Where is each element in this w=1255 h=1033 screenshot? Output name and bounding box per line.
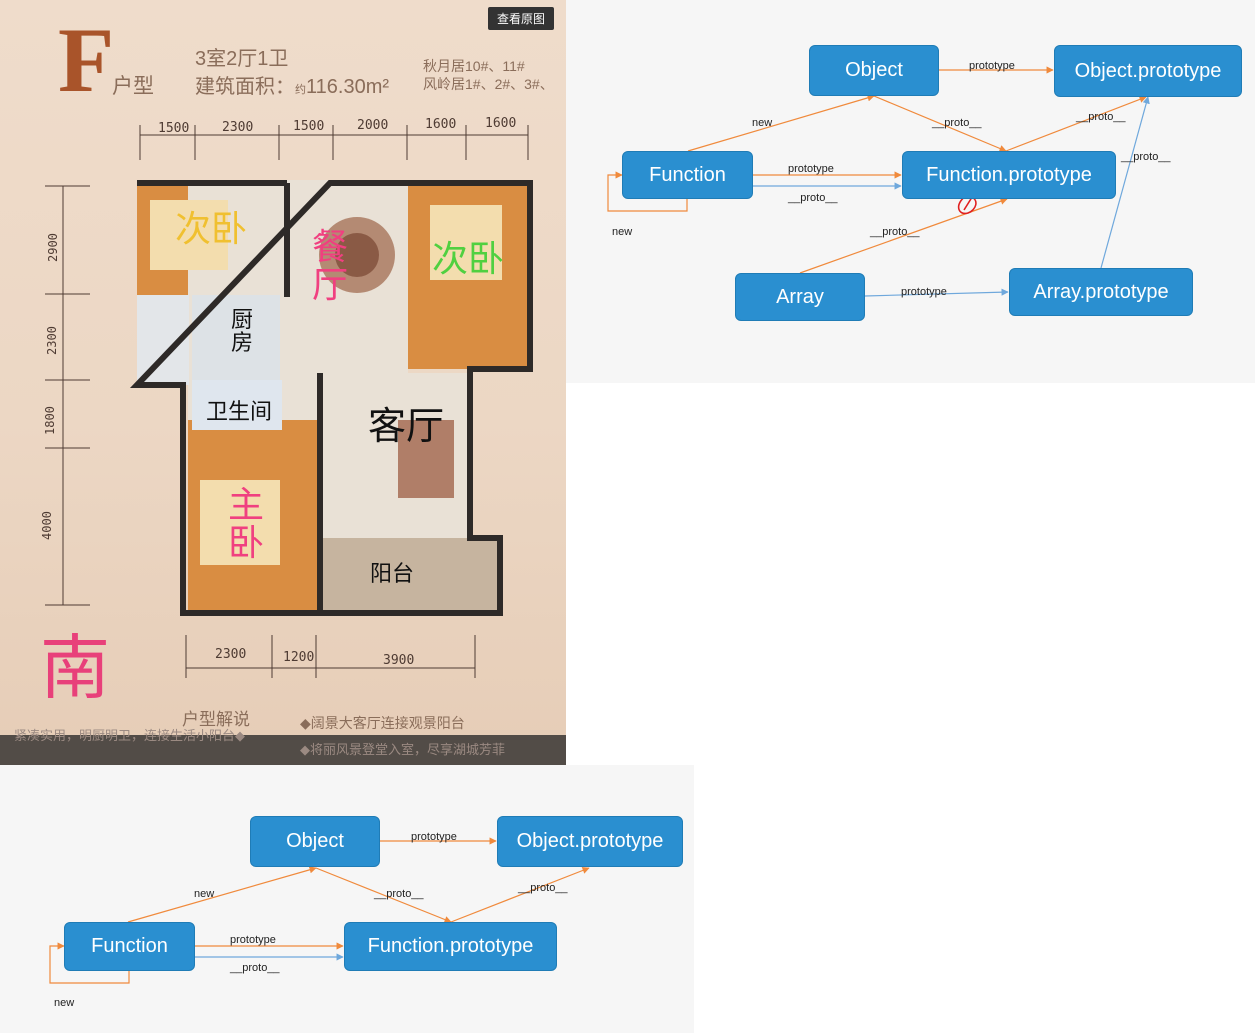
node-function[interactable]: Function xyxy=(622,151,753,199)
node-function[interactable]: Function xyxy=(64,922,195,971)
floor-plan-photo: F 户型 3室2厅1卫 建筑面积：约116.30m² 秋月居10#、11# 风岭… xyxy=(0,0,566,765)
edge-function-new-object xyxy=(127,866,317,923)
edge-arrayproto-proto-objproto xyxy=(1100,96,1150,269)
diagram-bottom-edges xyxy=(49,837,590,984)
node-object-prototype[interactable]: Object.prototype xyxy=(1054,45,1242,97)
edge-object-proto-funcproto xyxy=(315,867,452,923)
bottom-dim-3: 3900 xyxy=(383,653,415,668)
room-master-bedroom: 主卧 xyxy=(228,484,265,563)
feature-3: ◆将丽风景登堂入室，尽享湖城芳菲 xyxy=(300,742,505,757)
node-object[interactable]: Object xyxy=(250,816,380,867)
label-funcproto-proto: __proto__ xyxy=(518,882,568,894)
label-object-proto: __proto__ xyxy=(374,888,424,900)
label-new-function-object: new xyxy=(752,117,773,129)
room-dining: 餐厅 xyxy=(312,226,349,305)
south-label: 南 xyxy=(40,629,110,707)
explanation-title: 户型解说 xyxy=(182,710,250,729)
floor-plan-drawing xyxy=(45,125,533,678)
node-array-prototype[interactable]: Array.prototype xyxy=(1009,268,1193,316)
area-prefix: 约 xyxy=(295,84,306,96)
top-dim-3: 1500 xyxy=(293,119,325,134)
top-dim-6: 1600 xyxy=(485,116,517,131)
room-living: 客厅 xyxy=(368,406,445,448)
left-dim-1: 2900 xyxy=(46,233,60,262)
area-label: 建筑面积： xyxy=(195,76,295,98)
edge-funcproto-proto-objproto xyxy=(450,867,590,923)
top-dim-4: 2000 xyxy=(357,118,389,133)
label-function-self-new: new xyxy=(54,997,75,1009)
node-function-prototype[interactable]: Function.prototype xyxy=(902,151,1116,199)
diagram-top-edges xyxy=(607,66,1150,297)
label-function-prototype: prototype xyxy=(788,163,834,175)
edge-funcproto-proto-objproto xyxy=(1005,95,1147,152)
unit-type-letter: F xyxy=(58,9,115,111)
feature-2: 紧凑实用，明厨明卫，连接生活小阳台◆ xyxy=(14,728,245,743)
area-line: 建筑面积：约116.30m² xyxy=(195,70,389,99)
view-original-button[interactable]: 查看原图 xyxy=(488,7,555,30)
top-dim-5: 1600 xyxy=(425,117,457,132)
bottom-dim-2: 1200 xyxy=(283,650,315,665)
room-kitchen: 厨房 xyxy=(231,307,254,356)
label-function-proto: __proto__ xyxy=(230,962,280,974)
left-dim-3: 1800 xyxy=(43,406,57,435)
node-object-prototype[interactable]: Object.prototype xyxy=(497,816,683,867)
room-balcony: 阳台 xyxy=(370,561,415,586)
left-dim-2: 2300 xyxy=(45,326,59,355)
label-object-prototype: prototype xyxy=(969,60,1015,72)
label-function-proto: __proto__ xyxy=(788,192,838,204)
edge-array-prototype xyxy=(864,288,1009,297)
feature-1: ◆阔景大客厅连接观景阳台 xyxy=(300,715,465,731)
prototype-diagram-simple: Object Object.prototype Function Functio… xyxy=(0,765,694,1033)
left-dim-4: 4000 xyxy=(40,511,54,540)
top-dim-1: 1500 xyxy=(158,121,190,136)
room-secondary-bedroom-left: 次卧 xyxy=(175,208,248,249)
room-bathroom: 卫生间 xyxy=(206,399,273,424)
node-function-prototype[interactable]: Function.prototype xyxy=(344,922,557,971)
buildings-line-1: 秋月居10#、11# xyxy=(423,58,525,74)
node-array[interactable]: Array xyxy=(735,273,865,321)
edge-function-self-new xyxy=(607,171,688,212)
label-object-proto: __proto__ xyxy=(932,117,982,129)
label-array-proto: __proto__ xyxy=(870,226,920,238)
unit-type-label: 户型 xyxy=(112,75,154,98)
label-new-function-object: new xyxy=(194,888,215,900)
bottom-dim-1: 2300 xyxy=(215,647,247,662)
room-secondary-bedroom-right: 次卧 xyxy=(432,238,505,279)
label-funcproto-proto: __proto__ xyxy=(1076,111,1126,123)
label-arrayproto-proto: __proto__ xyxy=(1121,151,1171,163)
floor-plan-caption-strip: 紧凑实用，明厨明卫，连接生活小阳台◆ ◆将丽风景登堂入室，尽享湖城芳菲 xyxy=(0,728,566,765)
edge-function-self-new xyxy=(49,942,130,984)
prototype-diagram-full: Object Object.prototype Function Functio… xyxy=(566,0,1255,383)
room-layout: 3室2厅1卫 xyxy=(195,48,289,70)
label-function-self-new: new xyxy=(612,226,633,238)
edge-function-new-object xyxy=(687,94,875,152)
node-object[interactable]: Object xyxy=(809,45,939,96)
buildings-line-2: 风岭居1#、2#、3#、 xyxy=(423,76,554,92)
label-array-prototype: prototype xyxy=(901,286,947,298)
label-function-prototype: prototype xyxy=(230,934,276,946)
area-value: 116.30m² xyxy=(306,76,390,98)
top-dim-2: 2300 xyxy=(222,120,254,135)
label-object-prototype: prototype xyxy=(411,831,457,843)
edge-object-proto-funcproto xyxy=(873,95,1007,152)
